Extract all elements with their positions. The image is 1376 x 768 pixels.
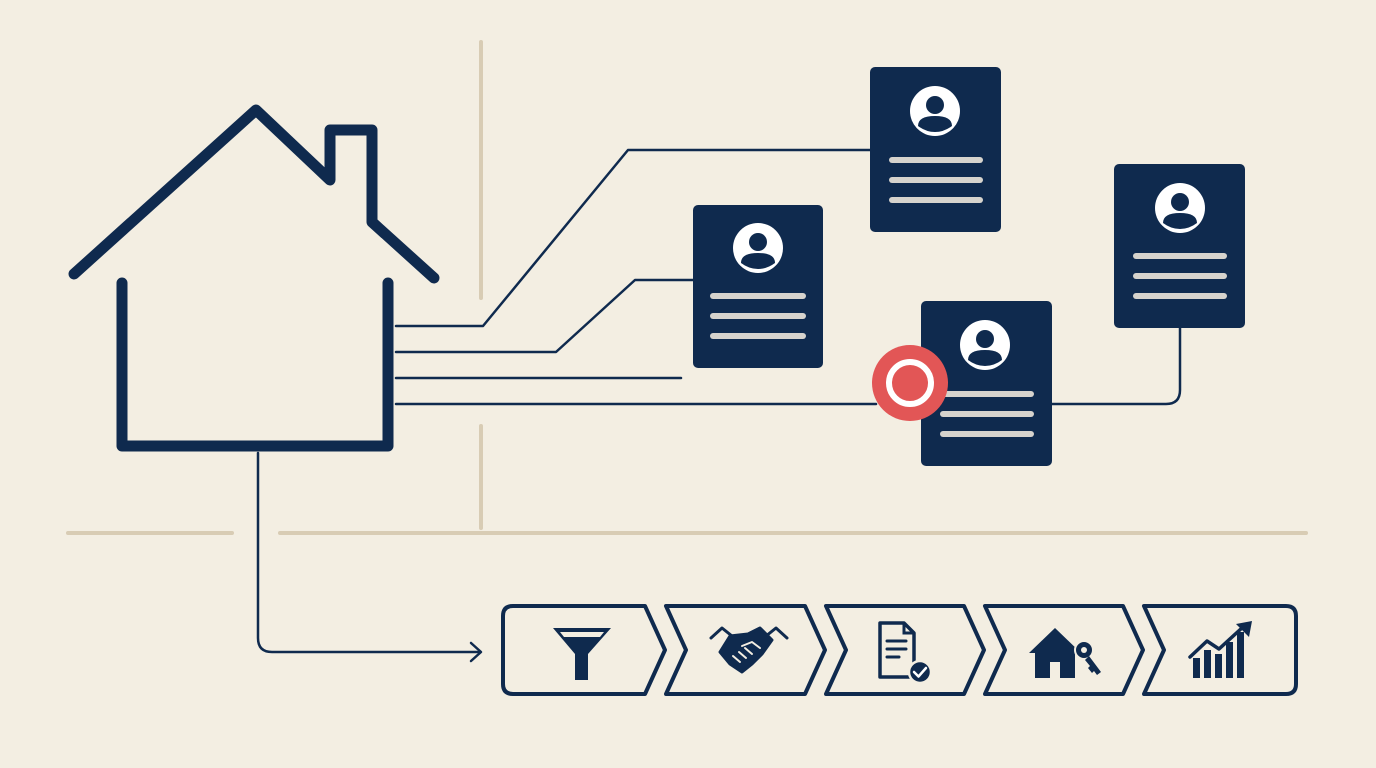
growth-chart-icon [1188,621,1252,678]
pipeline-stage-3[interactable] [824,604,986,696]
user-avatar-icon [910,86,960,136]
profile-card[interactable] [870,67,1001,232]
handshake-icon [709,626,789,674]
house-key-icon [1029,628,1101,678]
target-ring-icon[interactable] [872,345,948,421]
pipeline-stage-1[interactable] [501,604,667,696]
funnel-icon [553,628,611,680]
profile-card[interactable] [693,205,823,368]
document-check-icon [878,621,933,685]
profile-text-lines [710,293,806,339]
profile-text-lines [889,157,983,203]
house-outline-icon [68,104,440,452]
house-roof [68,104,440,284]
connector-to-profile-middle [394,278,695,354]
connector-lines [256,148,1182,663]
house-body [116,277,394,452]
profile-text-lines [1133,253,1227,299]
profile-card-background [693,205,823,368]
profile-card-background [1114,164,1245,328]
connector-to-profile-top [394,148,872,328]
pipeline [501,604,1298,696]
profile-card-background [870,67,1001,232]
connector-arrowhead [469,641,483,663]
connector-profile-bottom-to-right [1050,326,1182,406]
connector-house-to-pipeline [256,451,482,654]
user-avatar-icon [960,320,1010,370]
user-avatar-icon [1155,183,1205,233]
profile-card[interactable] [1114,164,1245,328]
pipeline-stage-2[interactable] [664,604,827,696]
pipeline-stage-5[interactable] [1142,604,1298,696]
background-dividers [66,40,1308,535]
pipeline-stage-4[interactable] [983,604,1145,696]
profile-text-lines [940,391,1034,437]
user-avatar-icon [733,223,783,273]
profile-card-background [921,301,1052,466]
profile-card-highlighted[interactable] [921,301,1052,466]
